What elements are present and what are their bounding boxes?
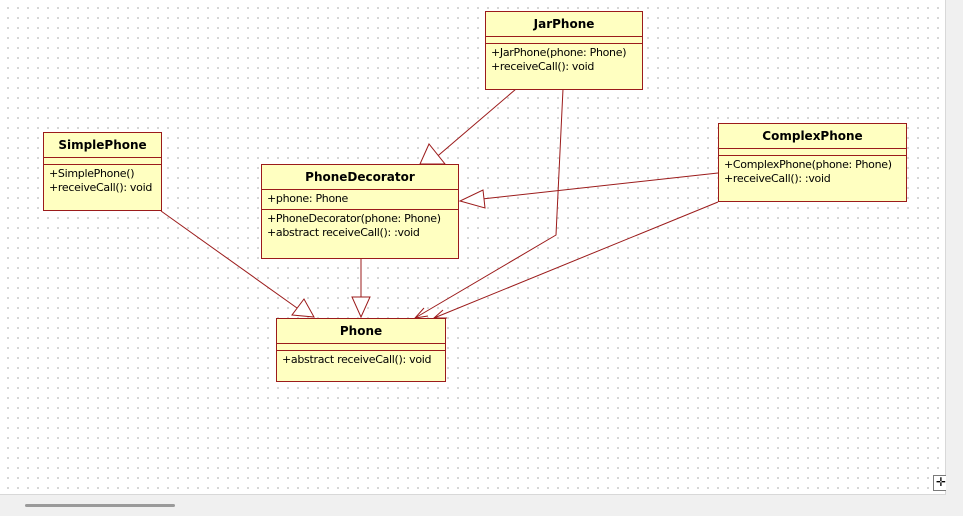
edge-jarphone-to-phone (414, 88, 564, 319)
operations-compartment: +ComplexPhone(phone: Phone) +receiveCall… (719, 155, 906, 189)
edge-jarphone-to-phonedecorator (432, 88, 517, 161)
operation: +receiveCall(): :void (724, 172, 831, 185)
edge-simplephone-to-phone (160, 210, 298, 309)
vertical-scrollbar[interactable] (946, 0, 963, 494)
class-phonedecorator[interactable]: PhoneDecorator +phone: Phone +PhoneDecor… (261, 164, 459, 259)
generalization-arrowhead (458, 189, 486, 209)
edge-complexphone-to-phone (433, 201, 719, 319)
attributes-compartment (44, 157, 161, 164)
attributes-compartment (719, 148, 906, 155)
class-name: PhoneDecorator (305, 170, 415, 184)
class-simplephone[interactable]: SimplePhone +SimplePhone() +receiveCall(… (43, 132, 162, 211)
diagram-canvas[interactable]: JarPhone +JarPhone(phone: Phone) +receiv… (0, 0, 949, 495)
operation: +SimplePhone() (49, 167, 135, 180)
class-name: SimplePhone (58, 138, 147, 152)
class-name: JarPhone (533, 17, 595, 31)
operation: +abstract receiveCall(): :void (267, 226, 420, 239)
class-name: ComplexPhone (762, 129, 863, 143)
attributes-compartment (486, 36, 642, 43)
operations-compartment: +JarPhone(phone: Phone) +receiveCall(): … (486, 43, 642, 77)
generalization-arrowhead (291, 298, 315, 318)
association-arrowhead (413, 307, 429, 319)
class-name: Phone (339, 324, 383, 338)
operation: +ComplexPhone(phone: Phone) (724, 158, 892, 171)
operation: +PhoneDecorator(phone: Phone) (267, 212, 441, 225)
attributes-compartment: +phone: Phone (262, 189, 458, 209)
operation: +abstract receiveCall(): void (282, 353, 432, 366)
class-phone[interactable]: Phone +abstract receiveCall(): void (276, 318, 446, 382)
generalization-arrowhead (351, 296, 371, 319)
operations-compartment: +abstract receiveCall(): void (277, 350, 445, 370)
operations-compartment: +SimplePhone() +receiveCall(): void (44, 164, 161, 198)
attribute: +phone: Phone (267, 192, 349, 205)
operation: +receiveCall(): void (49, 181, 153, 194)
operation: +JarPhone(phone: Phone) (491, 46, 627, 59)
class-complexphone[interactable]: ComplexPhone +ComplexPhone(phone: Phone)… (718, 123, 907, 202)
operations-compartment: +PhoneDecorator(phone: Phone) +abstract … (262, 209, 458, 243)
horizontal-scrollbar[interactable] (0, 495, 946, 516)
operation: +receiveCall(): void (491, 60, 595, 73)
generalization-arrowhead (419, 143, 447, 165)
horizontal-scrollbar-thumb[interactable] (25, 504, 175, 507)
edge-complexphone-to-phonedecorator (481, 172, 719, 200)
class-jarphone[interactable]: JarPhone +JarPhone(phone: Phone) +receiv… (485, 11, 643, 90)
edges-layer (160, 88, 719, 319)
attributes-compartment (277, 343, 445, 350)
